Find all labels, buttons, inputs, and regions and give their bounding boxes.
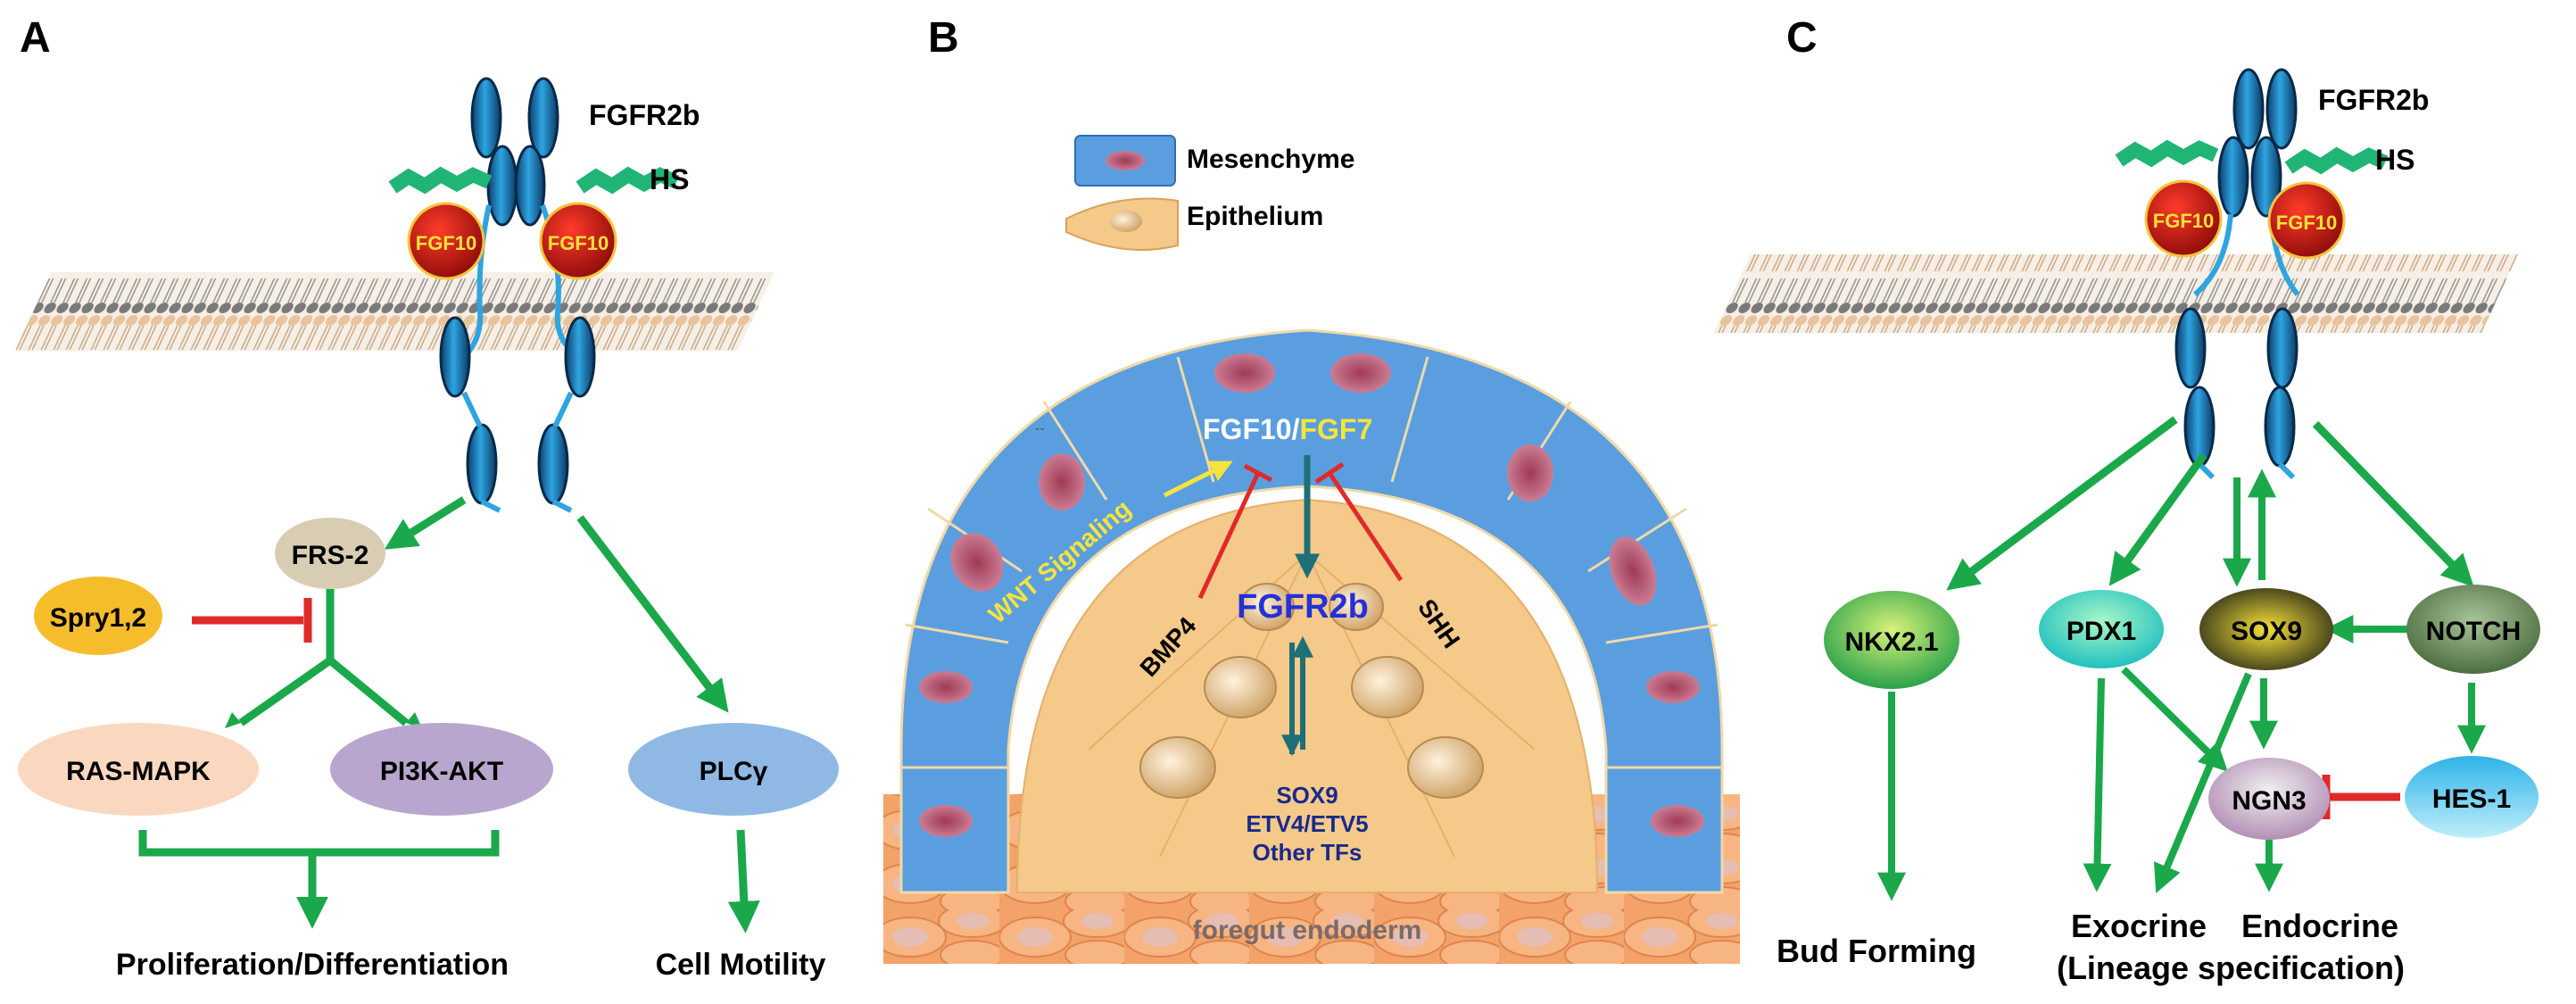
tf-sox9: SOX9	[1276, 782, 1338, 809]
output-bud-forming: Bud Forming	[1777, 933, 1976, 969]
frs2-label: FRS-2	[292, 541, 369, 570]
fgfr2b-epithelium-label: FGFR2b	[1237, 588, 1369, 626]
hs-label-c: HS	[2375, 144, 2414, 176]
spry-label: Spry1,2	[50, 603, 146, 633]
tf-other: Other TFs	[1253, 839, 1363, 866]
legend-mesenchyme-nucleus	[1106, 151, 1145, 170]
panel-b-letter: B	[928, 14, 959, 62]
stray-dash: --	[1035, 421, 1045, 436]
plcg-node	[628, 723, 839, 816]
fgf10-ligand-left	[407, 202, 485, 280]
heparan-sulfate-left-c	[2115, 139, 2219, 168]
ngn3-node	[2208, 758, 2330, 840]
nkx21-label: NKX2.1	[1844, 627, 1938, 657]
panel-a: A FGF10 FGF10 FGFR2b HS	[14, 14, 839, 982]
foregut-endoderm-label: foregut endoderm	[1193, 916, 1422, 945]
arrow-to-motility	[727, 829, 760, 933]
fgfr2b-label-c: FGFR2b	[2318, 84, 2429, 116]
pi3k-akt-node	[330, 723, 553, 816]
panel-b: B Mesenchyme Epithelium	[883, 14, 1740, 964]
fgf10-text: FGF10	[1203, 413, 1292, 445]
fgf10-label-left-c: FGF10	[2153, 210, 2214, 232]
cell-membrane	[14, 272, 774, 351]
panel-c-letter: C	[1786, 14, 1818, 62]
fgf10-ligand-left-c	[2144, 179, 2223, 258]
notch-node	[2406, 585, 2540, 674]
arrow-wnt	[1163, 461, 1233, 498]
fgf10-label-right: FGF10	[548, 232, 609, 254]
hes1-label: HES-1	[2432, 784, 2511, 814]
output-proliferation: Proliferation/Differentiation	[116, 948, 509, 982]
nkx21-node	[1824, 591, 1959, 689]
spry-node	[34, 577, 162, 655]
output-lineage: (Lineage specification)	[2057, 950, 2405, 986]
hes1-node	[2405, 756, 2539, 838]
legend-epithelium-nucleus	[1110, 211, 1142, 232]
arrow-to-frs2	[384, 496, 467, 550]
pdx1-label: PDX1	[2067, 617, 2136, 646]
fgfr2b-receptor	[439, 77, 596, 513]
hs-label: HS	[650, 163, 689, 195]
ras-mapk-label: RAS-MAPK	[66, 757, 211, 786]
arrow-to-notch	[2312, 420, 2474, 587]
tf-etv: ETV4/ETV5	[1246, 810, 1368, 837]
arrow-to-nkx21	[1946, 416, 2178, 591]
notch-label: NOTCH	[2426, 617, 2522, 646]
bmp4-inhibition	[1197, 463, 1273, 600]
epithelium-nuclei	[1139, 583, 1484, 799]
fgfr2b-label: FGFR2b	[589, 99, 700, 131]
arrow-to-pdx1	[2108, 452, 2207, 586]
arrow-sox9-to-exocrine	[2153, 672, 2252, 893]
arrow-to-plcg	[576, 515, 729, 713]
pdx1-node	[2039, 590, 2164, 668]
legend-mesenchyme-label: Mesenchyme	[1187, 145, 1354, 174]
frs2-node	[275, 518, 385, 589]
pi3k-akt-label: PI3K-AKT	[380, 757, 503, 786]
merge-bracket	[138, 830, 500, 857]
plcg-label: PLCγ	[700, 757, 768, 786]
arrow-pdx1-to-ngn3	[2121, 667, 2228, 772]
output-exocrine: Exocrine	[2071, 908, 2207, 944]
heparan-sulfate-right	[576, 166, 680, 195]
frs2-branch	[238, 589, 409, 726]
arrow-pdx1-to-exocrine	[2083, 677, 2112, 892]
fgf10-fgf7-label: FGF10/FGF7	[1203, 413, 1372, 445]
output-cell-motility: Cell Motility	[656, 948, 826, 982]
slash-text: /	[1292, 413, 1300, 445]
sox9-label: SOX9	[2231, 617, 2302, 646]
fgf10-ligand-right	[539, 202, 617, 280]
sox9-node	[2199, 588, 2333, 670]
output-endocrine: Endocrine	[2241, 908, 2398, 944]
fgf7-text: FGF7	[1299, 413, 1372, 445]
heparan-sulfate-left	[388, 166, 493, 195]
fgf10-label-right-c: FGF10	[2276, 212, 2337, 234]
mesenchyme-nuclei	[919, 353, 1704, 837]
ngn3-label: NGN3	[2232, 786, 2306, 816]
shh-inhibition	[1314, 461, 1404, 582]
cell-membrane-c	[1714, 254, 2519, 333]
fgf10-ligand-right-c	[2267, 181, 2346, 260]
ras-mapk-node	[18, 723, 259, 816]
heparan-sulfate-right-c	[2284, 146, 2389, 175]
fgf10-label-left: FGF10	[416, 232, 476, 254]
panel-c: C FGF10 FGF10 FGFR2b HS	[1714, 14, 2540, 986]
panel-a-letter: A	[20, 14, 51, 62]
legend-epithelium-label: Epithelium	[1187, 202, 1323, 231]
